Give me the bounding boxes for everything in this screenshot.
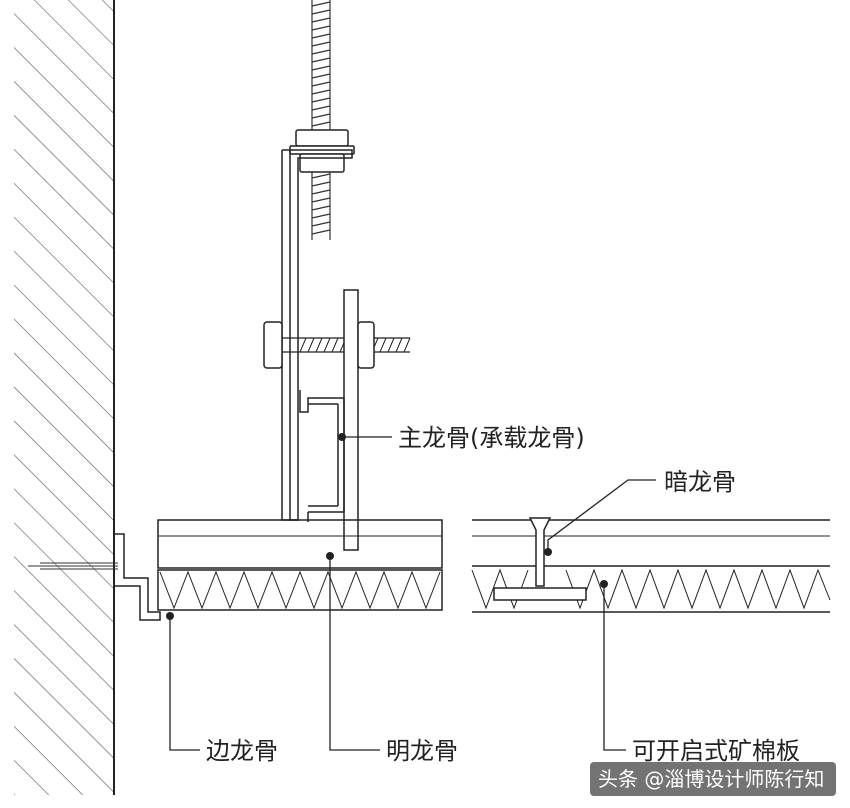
- watermark-text: 头条 @淄博设计师陈行知: [598, 767, 824, 791]
- watermark: 头条 @淄博设计师陈行知: [590, 762, 836, 796]
- openable-board-label: 可开启式矿棉板: [632, 737, 800, 765]
- leader-lines: [169, 436, 656, 751]
- edge-keel-label: 边龙骨: [206, 737, 278, 765]
- edge-keel: [114, 533, 161, 621]
- wall-nail: [28, 562, 118, 570]
- hanger-bracket: [281, 149, 353, 521]
- rod-nuts: [289, 129, 355, 173]
- exposed-keel-label: 明龙骨: [386, 737, 458, 765]
- bolt: [263, 289, 411, 551]
- wall: [14, 0, 115, 795]
- main-keel-label: 主龙骨(承载龙骨): [398, 424, 585, 452]
- concealed-t-keel: [493, 517, 587, 601]
- left-ceiling-module: [157, 519, 443, 611]
- concealed-keel-label: 暗龙骨: [664, 468, 736, 496]
- main-keel-channel: [299, 390, 345, 522]
- threaded-rod: [311, 0, 331, 240]
